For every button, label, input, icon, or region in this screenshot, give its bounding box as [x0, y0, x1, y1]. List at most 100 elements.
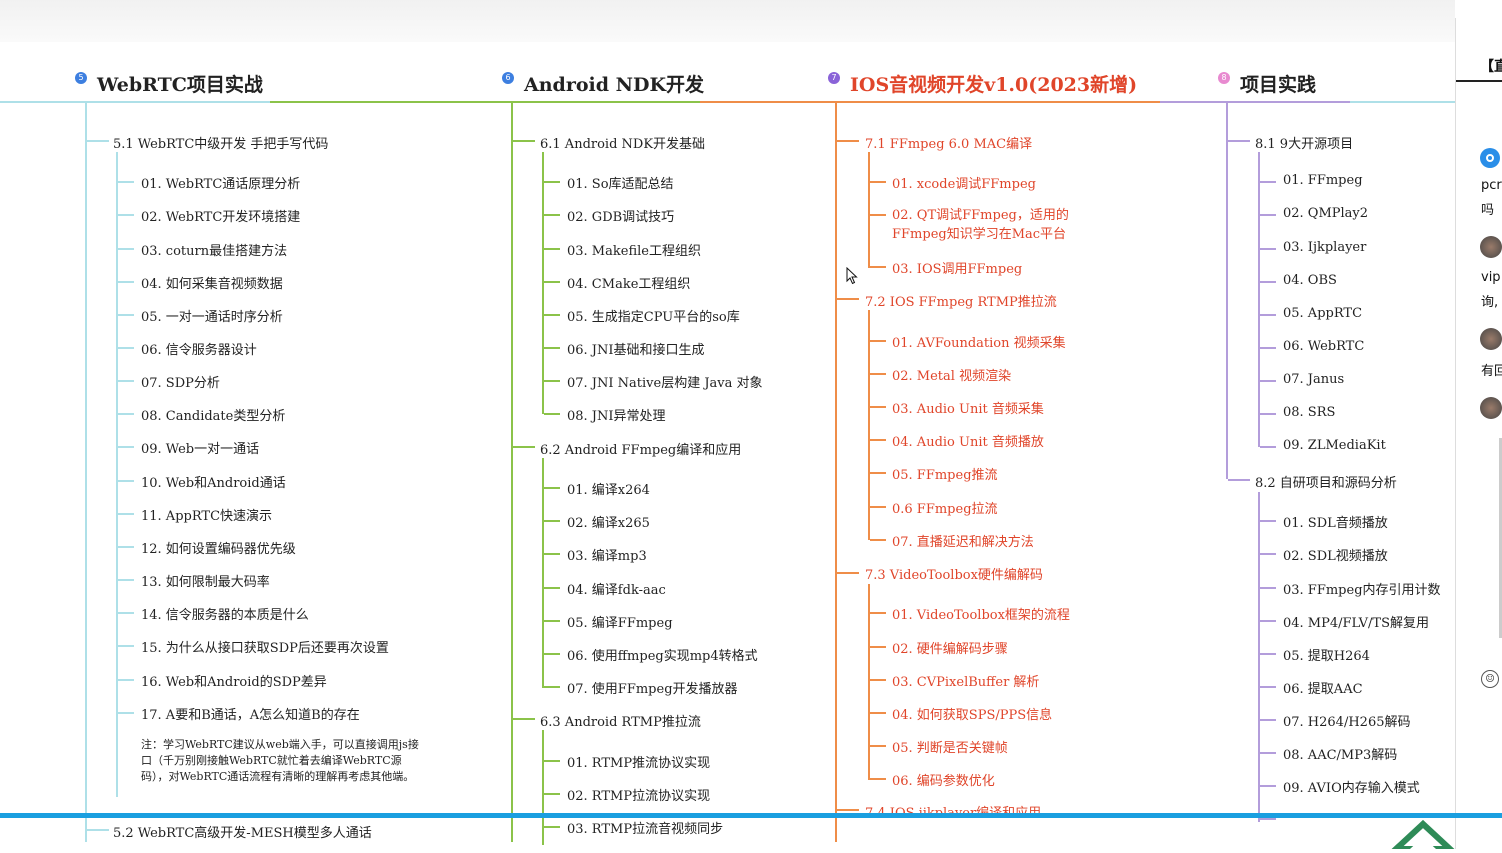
list-item[interactable]: 06. 信令服务器设计: [141, 343, 257, 358]
list-item[interactable]: 04. MP4/FLV/TS解复用: [1283, 616, 1429, 631]
list-item[interactable]: 16. Web和Android的SDP差异: [141, 675, 327, 690]
tree-line: [542, 152, 544, 414]
section-label[interactable]: 8.1 9大开源项目: [1255, 137, 1354, 152]
list-item[interactable]: 12. 如何设置编码器优先级: [141, 542, 296, 557]
list-item[interactable]: 0.6 FFmpeg拉流: [892, 502, 998, 517]
list-item[interactable]: 09. ZLMediaKit: [1283, 438, 1386, 453]
list-item[interactable]: 04. 如何采集音视频数据: [141, 277, 283, 292]
section-label[interactable]: 5.2 WebRTC高级开发-MESH模型多人通话: [113, 826, 372, 841]
list-item[interactable]: 07. SDP分析: [141, 376, 220, 391]
section-label[interactable]: 6.1 Android NDK开发基础: [540, 137, 706, 152]
connector: [1260, 587, 1276, 589]
list-item[interactable]: 02. 编译x265: [567, 516, 650, 531]
list-item[interactable]: 06. JNI基础和接口生成: [567, 343, 705, 358]
list-item[interactable]: 03. Audio Unit 音频采集: [892, 402, 1044, 417]
list-item[interactable]: 07. Janus: [1283, 372, 1345, 387]
list-item[interactable]: 06. 提取AAC: [1283, 682, 1363, 697]
list-item[interactable]: 02. SDL视频播放: [1283, 549, 1388, 564]
list-item[interactable]: 15. 为什么从接口获取SDP后还要再次设置: [141, 641, 389, 656]
header-underline: [0, 101, 270, 103]
list-item[interactable]: 06. 使用ffmpeg实现mp4转格式: [567, 649, 758, 664]
list-item[interactable]: 11. AppRTC快速演示: [141, 509, 273, 524]
avatar-icon[interactable]: [1480, 328, 1502, 350]
list-item[interactable]: 04. CMake工程组织: [567, 277, 691, 292]
list-item[interactable]: 08. AAC/MP3解码: [1283, 748, 1398, 763]
list-item[interactable]: 03. FFmpeg内存引用计数: [1283, 583, 1441, 598]
list-item[interactable]: 01. xcode调试FFmpeg: [892, 177, 1036, 192]
list-item[interactable]: 04. 编译fdk-aac: [567, 583, 666, 598]
scrollbar[interactable]: [1499, 438, 1502, 638]
connector: [544, 281, 560, 283]
list-item[interactable]: 10. Web和Android通话: [141, 476, 286, 491]
column-title: WebRTC项目实战: [97, 74, 263, 96]
list-item[interactable]: 17. A要和B通话，A怎么知道B的存在: [141, 708, 360, 723]
list-item[interactable]: 03. RTMP拉流音视频同步: [567, 822, 724, 837]
list-item[interactable]: 01. 编译x264: [567, 483, 650, 498]
list-item[interactable]: 01. SDL音频播放: [1283, 516, 1388, 531]
list-item[interactable]: 03. IOS调用FFmpeg: [892, 262, 1023, 277]
list-item[interactable]: 04. 如何获取SPS/PPS信息: [892, 708, 1053, 723]
list-item[interactable]: 04. Audio Unit 音频播放: [892, 435, 1044, 450]
list-item[interactable]: 03. CVPixelBuffer 解析: [892, 675, 1040, 690]
list-item[interactable]: 05. 判断是否关键帧: [892, 741, 1008, 756]
section-label[interactable]: 8.2 自研项目和源码分析: [1255, 476, 1397, 491]
list-item[interactable]: 13. 如何限制最大码率: [141, 575, 270, 590]
section-label[interactable]: 6.3 Android RTMP推拉流: [540, 715, 701, 730]
avatar-icon[interactable]: [1480, 397, 1502, 419]
list-item[interactable]: 07. 使用FFmpeg开发播放器: [567, 682, 738, 697]
list-item[interactable]: 03. coturn最佳搭建方法: [141, 244, 288, 259]
list-item[interactable]: 03. 编译mp3: [567, 549, 647, 564]
list-item[interactable]: 05. AppRTC: [1283, 306, 1363, 321]
list-item[interactable]: 09. AVIO内存输入模式: [1283, 781, 1420, 796]
column-title: Android NDK开发: [524, 74, 704, 96]
list-item[interactable]: 05. 编译FFmpeg: [567, 616, 673, 631]
section-label[interactable]: 5.1 WebRTC中级开发 手把手写代码: [113, 137, 329, 152]
list-item[interactable]: 05. 提取H264: [1283, 649, 1370, 664]
chat-snippet: 询,: [1481, 295, 1499, 310]
list-item[interactable]: 01. So库适配总结: [567, 177, 674, 192]
connector: [1260, 446, 1276, 448]
list-item[interactable]: 03. Ijkplayer: [1283, 240, 1367, 255]
section-label[interactable]: 7.4 IOS ijkplayer编译和应用: [865, 802, 1041, 813]
list-item[interactable]: 07. H264/H265解码: [1283, 715, 1411, 730]
list-item[interactable]: 05. FFmpeg推流: [892, 468, 998, 483]
column-title: 项目实践: [1240, 74, 1317, 96]
list-item[interactable]: 08. Candidate类型分析: [141, 409, 286, 424]
list-item[interactable]: 08. JNI异常处理: [567, 409, 666, 424]
list-item[interactable]: 01. RTMP推流协议实现: [567, 756, 711, 771]
list-item[interactable]: 01. VideoToolbox框架的流程: [892, 608, 1070, 623]
avatar-icon[interactable]: [1480, 236, 1502, 258]
list-item[interactable]: 02. Metal 视频渲染: [892, 369, 1012, 384]
section-label[interactable]: 6.2 Android FFmpeg编译和应用: [540, 443, 742, 458]
sidebar-header[interactable]: 【直: [1480, 59, 1502, 75]
list-item[interactable]: 08. SRS: [1283, 405, 1336, 420]
list-item[interactable]: 05. 生成指定CPU平台的so库: [567, 310, 740, 325]
connector: [1260, 248, 1276, 250]
section-label[interactable]: 7.2 IOS FFmpeg RTMP推拉流: [865, 295, 1057, 310]
list-item[interactable]: 01. AVFoundation 视频采集: [892, 336, 1066, 351]
list-item[interactable]: 03. Makefile工程组织: [567, 244, 701, 259]
chat-snippet: pcr: [1481, 178, 1502, 193]
emoji-icon[interactable]: ☺: [1481, 670, 1499, 688]
list-item[interactable]: 01. WebRTC通话原理分析: [141, 177, 301, 192]
list-item[interactable]: 09. Web一对一通话: [141, 442, 260, 457]
list-item[interactable]: 06. 编码参数优化: [892, 774, 995, 789]
list-item[interactable]: 02. 硬件编解码步骤: [892, 642, 1008, 657]
list-item[interactable]: 02. WebRTC开发环境搭建: [141, 210, 301, 225]
list-item[interactable]: 02. GDB调试技巧: [567, 210, 675, 225]
list-item[interactable]: 07. JNI Native层构建 Java 对象: [567, 376, 763, 391]
list-item[interactable]: 02. RTMP拉流协议实现: [567, 789, 711, 804]
connector: [837, 809, 859, 811]
list-item[interactable]: 01. FFmpeg: [1283, 173, 1363, 188]
connector: [870, 472, 886, 474]
list-item[interactable]: 04. OBS: [1283, 273, 1337, 288]
list-item[interactable]: 14. 信令服务器的本质是什么: [141, 608, 309, 623]
list-item[interactable]: 02. QMPlay2: [1283, 206, 1369, 221]
tree-line: [1258, 152, 1260, 447]
section-label[interactable]: 7.3 VideoToolbox硬件编解码: [865, 568, 1043, 583]
list-item[interactable]: 06. WebRTC: [1283, 339, 1365, 354]
list-item[interactable]: 05. 一对一通话时序分析: [141, 310, 283, 325]
list-item[interactable]: 07. 直播延迟和解决方法: [892, 535, 1034, 550]
section-label[interactable]: 7.1 FFmpeg 6.0 MAC编译: [865, 137, 1033, 152]
list-item[interactable]: 02. QT调试FFmpeg，适用的FFmpeg知识学习在Mac平台: [892, 208, 1069, 242]
